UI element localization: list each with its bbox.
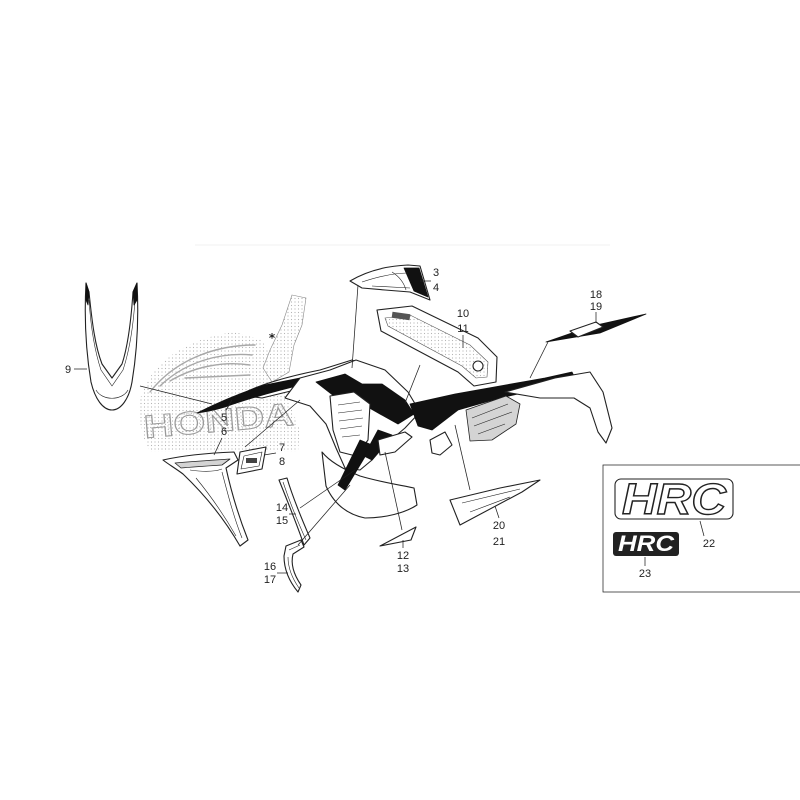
part-9-fender-decal bbox=[84, 282, 139, 411]
callout-14: 14 bbox=[276, 502, 288, 514]
rear-side-panel bbox=[465, 395, 521, 442]
callout-15: 15 bbox=[276, 515, 288, 527]
part-16-17-hook-decal bbox=[283, 539, 305, 593]
part-14-15-strip-decal bbox=[278, 477, 311, 546]
radiator-shroud-dotted-piece: * bbox=[262, 294, 307, 383]
leader-6-shroud bbox=[213, 437, 223, 456]
callout-17: 17 bbox=[264, 574, 276, 586]
part-12-13-triangle-decal bbox=[379, 526, 417, 547]
leader-22 bbox=[699, 520, 705, 537]
callout-9: 9 bbox=[65, 364, 71, 376]
fender-decal-tip-right bbox=[132, 282, 138, 306]
hrc-logo-small: HRC bbox=[613, 531, 679, 556]
leader-16-placement bbox=[297, 484, 351, 546]
hrc-emblem-box: HRC HRC bbox=[602, 464, 800, 593]
callout-19: 19 bbox=[590, 301, 602, 313]
main-body-assembly bbox=[196, 359, 613, 519]
fender-decal-tip-left bbox=[85, 282, 90, 306]
small-decal-logo-block bbox=[246, 458, 257, 463]
part-3-4-top-decal bbox=[349, 264, 431, 301]
lower-cowl-stripe-a bbox=[337, 439, 373, 491]
hook-decal-outline bbox=[283, 539, 305, 593]
leader-body-to-shroud bbox=[244, 399, 301, 448]
shroud-black-swoosh bbox=[196, 377, 306, 414]
hook-decal-inner bbox=[287, 544, 301, 589]
leader-5-upper bbox=[139, 385, 213, 405]
callout-21: 21 bbox=[493, 536, 505, 548]
part-5-6-shroud-decal bbox=[162, 451, 249, 547]
callout-6: 6 bbox=[221, 426, 227, 438]
hrc-small-frame bbox=[613, 532, 679, 556]
fender-decal-lower-stripe bbox=[95, 389, 129, 399]
part-18-19-tail-stripe bbox=[545, 313, 647, 343]
side-panel-inner bbox=[384, 314, 489, 379]
leader-10-placement bbox=[404, 364, 421, 404]
top-decal-dark-tip bbox=[403, 267, 429, 298]
part-7-8-small-decal bbox=[236, 446, 267, 475]
callout-11: 11 bbox=[457, 323, 468, 335]
callout-18: 18 bbox=[590, 289, 602, 301]
hrc-small-lettering: HRC bbox=[618, 531, 675, 556]
shroud-decal-gray-band bbox=[174, 458, 231, 469]
strip-decal-inner bbox=[282, 481, 307, 541]
callout-20: 20 bbox=[493, 520, 505, 532]
leader-20-21 bbox=[494, 505, 500, 519]
callout-4: 4 bbox=[433, 282, 439, 294]
shroud-decal-stripes bbox=[189, 468, 243, 539]
fender-decal-inner-stripe bbox=[88, 299, 136, 387]
cowl-small-decal bbox=[377, 431, 413, 456]
leader-5-swoosh bbox=[225, 399, 233, 411]
top-decal-stripes bbox=[361, 271, 411, 291]
small-decal-inner bbox=[240, 451, 263, 470]
shroud-dotted-fill bbox=[139, 332, 300, 452]
hrc-large-frame bbox=[614, 478, 734, 520]
tail-stripe-light bbox=[569, 321, 604, 338]
part-10-11-side-panel-decal bbox=[376, 305, 498, 387]
rear-fender bbox=[504, 371, 613, 444]
leader-20-placement bbox=[454, 424, 471, 491]
rear-side-panel-lines bbox=[471, 403, 513, 435]
swingarm-decal-lines bbox=[461, 488, 521, 513]
callout-13: 13 bbox=[397, 563, 409, 575]
leader-lines bbox=[74, 280, 705, 574]
leader-18-placement bbox=[529, 341, 549, 379]
part-20-21-swingarm-decal bbox=[449, 479, 541, 526]
callout-7: 7 bbox=[279, 442, 285, 454]
callout-8: 8 bbox=[279, 456, 285, 468]
callout-labels: 3 4 10 11 18 19 9 5 6 7 8 14 15 16 17 12… bbox=[65, 267, 715, 586]
honda-wing-logo-outline bbox=[149, 344, 256, 393]
radiator-shroud-vents bbox=[337, 401, 364, 438]
callout-10: 10 bbox=[457, 308, 469, 320]
leader-14-placement bbox=[299, 469, 356, 509]
hrc-large-lettering: HRC bbox=[622, 475, 727, 524]
leader-12-placement bbox=[384, 451, 403, 531]
shroud-piece-outline bbox=[262, 294, 307, 383]
fender-decal-outline bbox=[84, 282, 139, 411]
callout-22: 22 bbox=[703, 538, 715, 550]
callout-5: 5 bbox=[221, 412, 227, 424]
callout-23: 23 bbox=[639, 568, 651, 580]
callout-3: 3 bbox=[433, 267, 439, 279]
hrc-logo-large: HRC bbox=[614, 474, 734, 525]
leader-3-placement bbox=[351, 284, 359, 369]
asterisk-mark: * bbox=[269, 331, 276, 345]
hrc-box-border bbox=[602, 464, 800, 593]
callout-12: 12 bbox=[397, 550, 409, 562]
shroud-decal-outline bbox=[162, 451, 249, 547]
frame-side-piece bbox=[429, 431, 453, 456]
leader-7-8 bbox=[263, 452, 277, 456]
strip-decal-outline bbox=[278, 477, 311, 546]
callout-16: 16 bbox=[264, 561, 276, 573]
side-panel-circle bbox=[472, 360, 484, 372]
side-panel-logo-block bbox=[391, 311, 411, 321]
